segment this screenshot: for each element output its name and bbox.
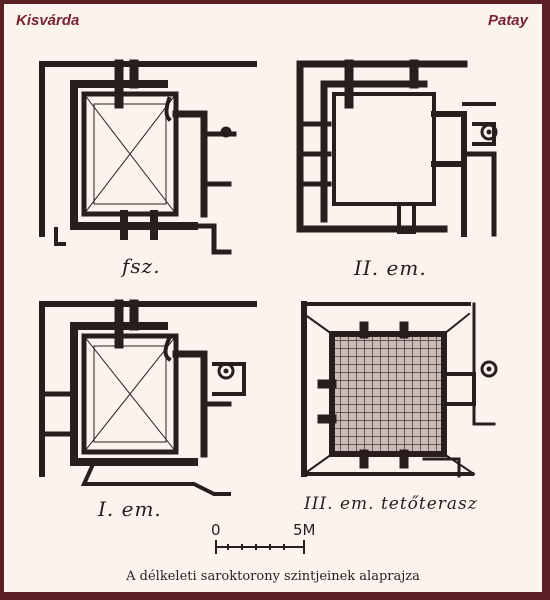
first-floor-plan [39, 299, 257, 496]
floor-plans-drawing [39, 59, 498, 554]
author-title: Patay [487, 12, 528, 29]
drawing-sheet: Kisvárda Patay [4, 4, 542, 592]
second-floor-label: II. em. [354, 256, 427, 280]
third-floor-plan [301, 301, 498, 478]
third-floor-label: III. em. tetőterasz [304, 494, 478, 514]
second-floor-plan [296, 59, 498, 237]
first-floor-label: I. em. [98, 497, 162, 521]
ground-floor-plan [39, 59, 257, 255]
drawing-caption: A délkeleti saroktorony szintjeinek alap… [126, 569, 420, 584]
scale-bar [215, 540, 305, 554]
ground-floor-label: fsz. [122, 254, 161, 278]
scale-start-label: 0 [211, 521, 221, 539]
scale-end-label: 5M [293, 521, 316, 539]
location-title: Kisvárda [16, 12, 80, 29]
